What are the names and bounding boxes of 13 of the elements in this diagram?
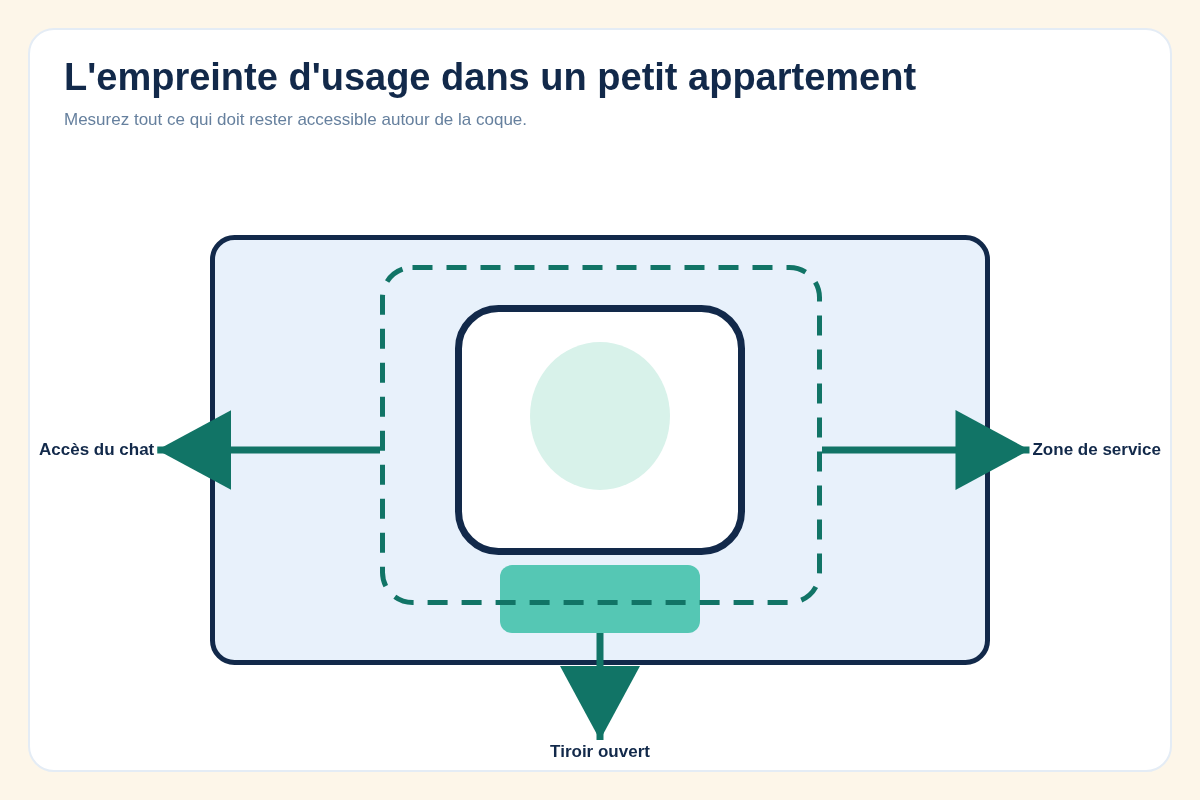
- litter-box: [455, 305, 745, 555]
- arrow: [560, 633, 640, 740]
- area-label: Zone de service: [1029, 438, 1164, 462]
- subtitle: Mesurez tout ce qui doit rester accessible autour de la coque.: [64, 110, 528, 130]
- arrow: [157, 410, 380, 490]
- clearance-zone: [380, 265, 822, 605]
- drawer: [500, 565, 700, 633]
- title: L'empreinte d'usage dans un petit appartement: [64, 56, 917, 99]
- area-label: Tiroir ouvert: [547, 740, 653, 764]
- arrow: [822, 410, 1030, 490]
- area-label: Accès du chat: [36, 438, 158, 462]
- entry-opening: [530, 342, 670, 490]
- room-area: [210, 235, 990, 665]
